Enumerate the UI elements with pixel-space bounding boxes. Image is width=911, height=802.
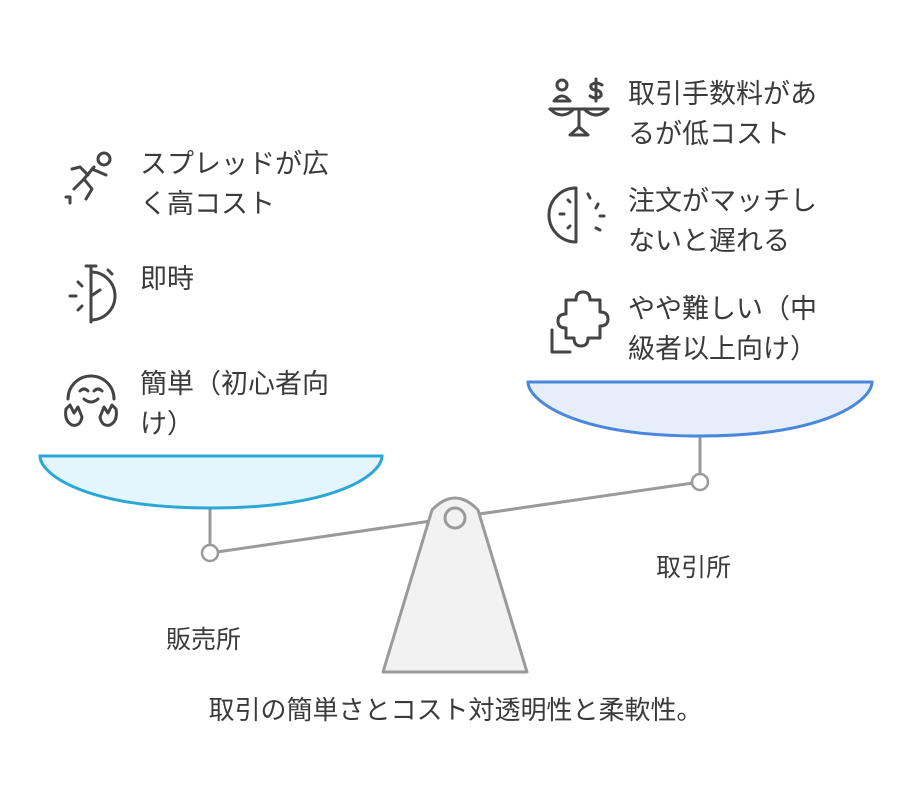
fulcrum-pin xyxy=(443,506,467,530)
fulcrum xyxy=(381,496,529,674)
left-item-instant: 即時 xyxy=(58,260,370,326)
right-item-delay: 注文がマッチし ないと遅れる xyxy=(546,182,858,262)
right-item-label: 注文がマッチし ないと遅れる xyxy=(628,186,817,257)
right-item-label: やや難しい（中 級者以上向け） xyxy=(628,294,817,365)
left-side-label: 販売所 xyxy=(166,625,242,654)
left-pan xyxy=(38,454,384,510)
left-item-high-cost: スプレッドが広 く高コスト xyxy=(58,145,370,225)
left-item-label: スプレッドが広 く高コスト xyxy=(140,149,329,220)
left-item-label: 簡単（初心者向 け） xyxy=(140,369,329,440)
right-item-label: 取引手数料があ るが低コスト xyxy=(628,79,817,150)
happy-face-icon xyxy=(58,365,124,431)
right-pan xyxy=(526,380,874,438)
left-item-label: 即時 xyxy=(140,264,194,295)
left-pivot xyxy=(200,543,220,563)
right-item-low-cost: 取引手数料があ るが低コスト xyxy=(546,75,858,155)
puzzle-piece-icon xyxy=(546,290,612,356)
right-side-label: 取引所 xyxy=(656,553,732,582)
left-item-easy: 簡単（初心者向 け） xyxy=(58,365,370,445)
right-pivot xyxy=(690,472,710,492)
diagram-caption: 取引の簡単さとコスト対透明性と柔軟性。 xyxy=(208,696,703,726)
half-clock-icon xyxy=(546,182,612,248)
fee-scale-icon xyxy=(546,75,612,141)
stopwatch-icon xyxy=(58,260,124,326)
right-item-difficulty: やや難しい（中 級者以上向け） xyxy=(546,290,858,370)
falling-person-icon xyxy=(58,145,124,211)
